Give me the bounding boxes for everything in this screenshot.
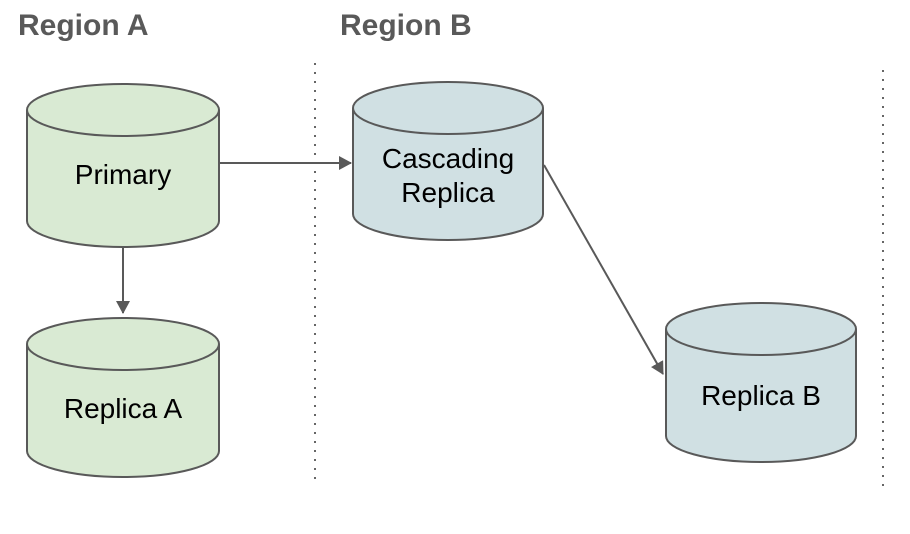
region-a-heading: Region A — [18, 9, 149, 42]
replica-b-cylinder-top — [665, 302, 857, 356]
replica-b-node-label: Replica B — [701, 380, 821, 411]
replica-a-cylinder-body — [26, 344, 220, 478]
replica-a-node-label: Replica A — [63, 393, 183, 424]
node-primary-cylinder — [26, 83, 220, 248]
replica-b-cylinder-body — [665, 329, 857, 463]
replica-a-cylinder-top — [26, 317, 220, 371]
edge-cascading-replica-to-replica-b — [543, 164, 664, 375]
node-cascading-replica-cylinder — [352, 81, 544, 241]
primary-cylinder-top — [26, 83, 220, 137]
node-replica-b-cylinder — [665, 302, 857, 463]
primary-node-label: Primary — [74, 159, 172, 190]
node-replica-a-cylinder — [26, 317, 220, 478]
region-b-heading: Region B — [340, 9, 472, 42]
cascading-replica-cylinder-top — [352, 81, 544, 135]
primary-cylinder-body — [26, 110, 220, 248]
cascading-replica-node-label: Cascading Replica — [381, 143, 515, 208]
cascading-replica-cylinder-body — [352, 108, 544, 241]
